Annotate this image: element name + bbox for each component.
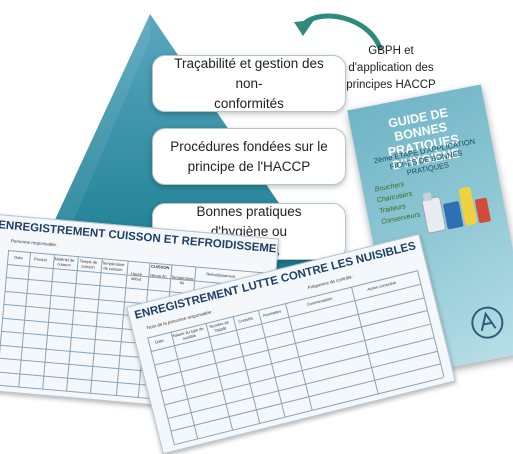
- level-box-text: Traçabilité et gestion des non-: [174, 55, 324, 91]
- gbph-label-line1: GBPH et: [368, 45, 414, 57]
- level-box-text: principe de l'HACCP: [187, 158, 311, 174]
- guide-book-cover: GUIDE DE BONNES PRATIQUES D'HYGIÈNE 2ème…: [347, 84, 513, 378]
- publisher-logo-icon: [471, 306, 504, 339]
- cleaning-products-icon: [421, 186, 491, 234]
- sheet1-header: Température fin: [170, 274, 194, 286]
- gbph-label-line2: d'application des: [348, 62, 434, 74]
- cycle-arrow: [301, 13, 383, 51]
- cycle-arrowhead-icon: [294, 20, 314, 36]
- grid-line: [173, 377, 444, 445]
- grid-line: [163, 337, 434, 405]
- gbph-label-line3: principes HACCP: [346, 79, 436, 91]
- level-box-text: conformités: [214, 95, 284, 111]
- grid-line: [170, 363, 441, 432]
- level-box-text: Procédures fondées sur le: [170, 138, 328, 154]
- sheet1-responsible-label: Personne responsable :: [10, 238, 59, 248]
- gbph-label: GBPH et d'application des principes HACC…: [335, 43, 447, 94]
- sheet1-header: Température de cuisson: [101, 260, 125, 273]
- sheet1-header: Temps de cuisson: [79, 258, 98, 270]
- grid-line: [157, 310, 428, 379]
- level-box-traceability: Traçabilité et gestion des non- conformi…: [152, 55, 346, 112]
- sheet1-header: Matériel de cuisson: [54, 256, 75, 268]
- level-box-haccp-procedures: Procédures fondées sur le principe de l'…: [152, 128, 346, 185]
- grid-line: [167, 350, 438, 419]
- sheet1-header: Heure début: [130, 270, 143, 282]
